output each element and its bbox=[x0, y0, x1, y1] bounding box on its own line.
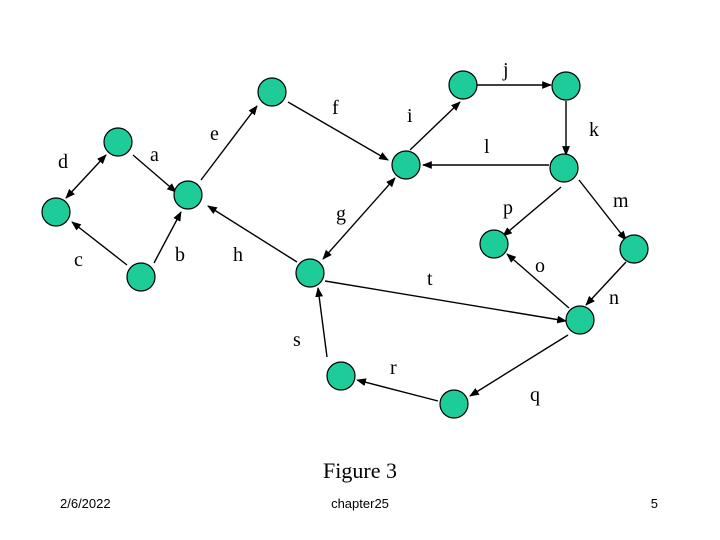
edge-c bbox=[71, 221, 128, 266]
edge-q bbox=[469, 334, 569, 397]
edge-label-r: r bbox=[390, 357, 397, 379]
edge-label-j: j bbox=[502, 59, 509, 81]
node bbox=[295, 258, 325, 288]
edge-f bbox=[287, 101, 389, 161]
node bbox=[326, 361, 356, 391]
node bbox=[173, 180, 203, 210]
edge-label-m: m bbox=[613, 190, 629, 212]
node bbox=[103, 127, 133, 157]
node bbox=[439, 389, 469, 419]
edge-p bbox=[502, 186, 562, 237]
node bbox=[549, 153, 579, 183]
edge-t bbox=[324, 280, 567, 324]
footer-date: 2/6/2022 bbox=[60, 496, 111, 511]
edge-a bbox=[132, 154, 177, 193]
edge-label-o: o bbox=[535, 255, 545, 277]
figure-caption: Figure 3 bbox=[323, 458, 397, 483]
edge-d bbox=[65, 154, 107, 199]
node bbox=[448, 70, 478, 100]
node bbox=[126, 262, 156, 292]
footer-page-number: 5 bbox=[650, 496, 658, 511]
edge-label-l: l bbox=[484, 136, 490, 158]
edge-label-d: d bbox=[58, 151, 68, 173]
edge-label-t: t bbox=[427, 268, 433, 290]
node bbox=[257, 77, 287, 107]
node bbox=[565, 305, 595, 335]
edge-n bbox=[585, 261, 627, 306]
edge-label-a: a bbox=[150, 144, 159, 166]
edge-label-e: e bbox=[210, 123, 219, 145]
edge-label-i: i bbox=[407, 105, 413, 127]
footer-chapter: chapter25 bbox=[331, 496, 389, 511]
node bbox=[391, 150, 421, 180]
edge-label-f: f bbox=[332, 97, 339, 119]
edge-g bbox=[322, 177, 396, 260]
node bbox=[41, 197, 71, 227]
node bbox=[479, 229, 509, 259]
edge-s bbox=[315, 287, 328, 358]
edge-label-g: g bbox=[336, 203, 346, 225]
edge-label-k: k bbox=[589, 119, 599, 141]
node bbox=[551, 71, 581, 101]
edge-o bbox=[506, 253, 570, 309]
edge-label-q: q bbox=[530, 384, 540, 406]
edge-e bbox=[200, 105, 258, 181]
edge-label-s: s bbox=[293, 329, 301, 351]
edge-label-h: h bbox=[233, 244, 243, 266]
edge-h bbox=[207, 205, 298, 263]
edge-label-b: b bbox=[175, 244, 185, 266]
edge-m bbox=[578, 179, 627, 241]
node bbox=[619, 234, 649, 264]
edge-label-p: p bbox=[503, 197, 513, 219]
edge-b bbox=[153, 211, 182, 264]
edge-label-n: n bbox=[609, 287, 619, 309]
edge-r bbox=[356, 378, 439, 402]
edge-i bbox=[409, 101, 461, 151]
edge-label-c: c bbox=[74, 249, 83, 271]
